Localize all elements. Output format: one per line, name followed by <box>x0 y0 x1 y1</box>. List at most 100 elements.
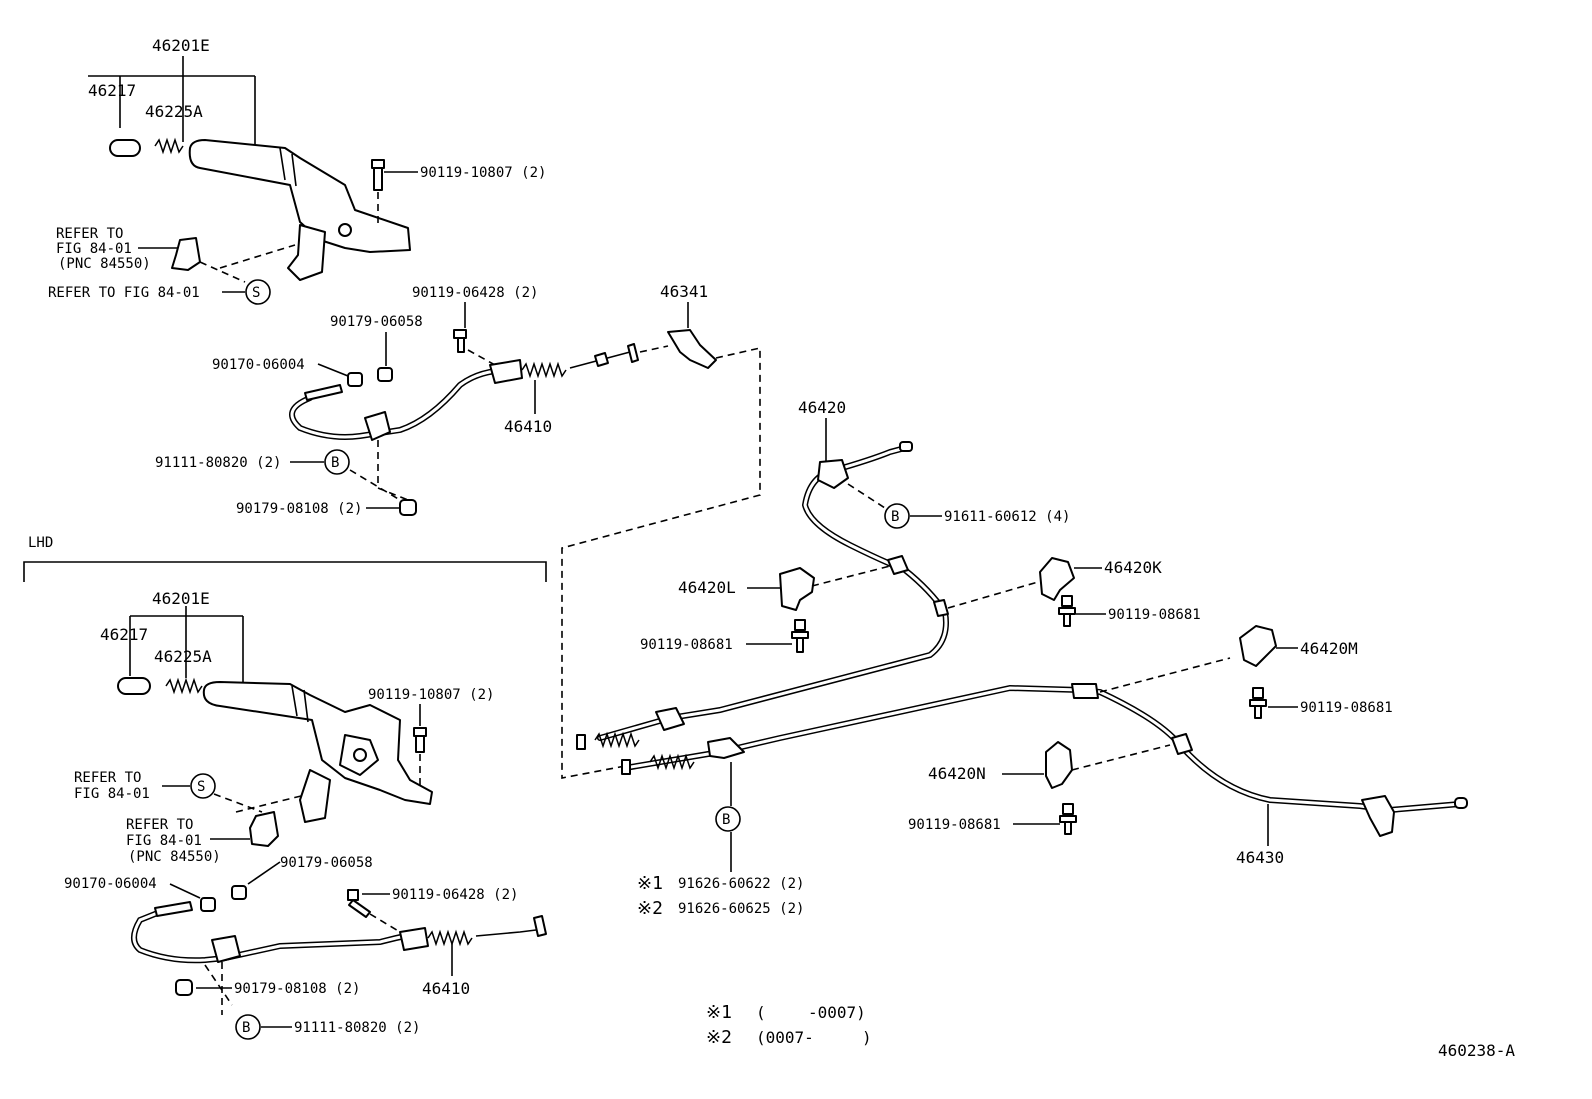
lhd-cable-end <box>154 901 193 917</box>
equalizer-label: 46341 <box>660 282 708 301</box>
lhd-nut-58-label: 90179-06058 <box>280 855 373 871</box>
lhd-nut-108-label: 90179-08108 (2) <box>234 981 360 997</box>
lhd-group: LHD 46201E 46217 46225A 90119-10807 (2) … <box>23 535 547 1040</box>
rhd-nut-58-part <box>377 367 393 382</box>
lhd-lever-callout <box>129 606 244 690</box>
bolt-m-label: 90119-08681 <box>1300 700 1393 716</box>
rear-b-circle <box>884 503 910 529</box>
rhd-cable-end <box>304 384 343 401</box>
rhd-cable-clip <box>594 352 609 367</box>
lhd-lever-grip-line <box>291 685 309 723</box>
clamp-l-dash <box>811 565 891 587</box>
lhd-s-circle-letter: S <box>197 779 205 795</box>
rear-cable-rh-bracket <box>817 459 849 489</box>
clamp-n-part <box>1045 741 1073 789</box>
rear-cable-lh-group: 46430 46420M 90119-08681 46420N 90119-08… <box>621 625 1468 919</box>
clamp-m-part <box>1239 625 1277 667</box>
lhd-nut-04-part <box>200 897 216 912</box>
rhd-cable-bolt-dash <box>467 349 496 366</box>
lhd-cable-rod <box>475 929 537 937</box>
lhd-cable-bolt-dash <box>369 913 401 933</box>
rhd-nut-108-label: 90179-08108 (2) <box>236 501 362 517</box>
lhd-refer-bracket-line3: (PNC 84550) <box>128 849 221 865</box>
equalizer-group: 46341 <box>561 282 761 779</box>
rear-cable-rh-spring <box>594 731 640 749</box>
rhd-b-circle <box>324 449 350 475</box>
rhd-bracket-dash <box>199 244 296 283</box>
rear-cable-lh-front-end <box>621 759 631 775</box>
equalizer-dash-box <box>561 345 761 779</box>
rear-cable-lh-bracket <box>1361 795 1395 837</box>
rear-cable-rh-end <box>899 441 913 452</box>
rhd-lever-bracket <box>287 224 326 281</box>
rear-cable-rh-front-end <box>576 734 586 750</box>
rhd-bolt-b-dash <box>349 440 409 501</box>
lhd-cable-bracket <box>211 935 241 963</box>
rhd-lever-callout <box>88 56 256 148</box>
rear-bolt-b-label: 91611-60612 (4) <box>944 509 1070 525</box>
bolt-l-part <box>791 619 809 653</box>
rear-mark-1: ※1 <box>637 873 663 894</box>
lhd-s-dash <box>213 793 306 813</box>
rhd-lever-assy-label: 46201E <box>152 36 210 55</box>
bolt-n-label: 90119-08681 <box>908 817 1001 833</box>
lhd-cable-spring <box>427 929 473 947</box>
rear-cable-rh-grommet-2 <box>933 599 949 617</box>
rhd-knob-part <box>109 139 141 157</box>
rear-cable-lh-spring <box>649 753 695 771</box>
lhd-knob-label: 46217 <box>100 625 148 644</box>
lhd-nut-58-leader <box>247 861 281 885</box>
lhd-lever-pivot <box>353 748 367 762</box>
lhd-nut-04-label: 90170-06004 <box>64 876 157 892</box>
rear-cable-lh-grommet-2 <box>1171 733 1193 755</box>
bolt-n-part <box>1059 803 1077 835</box>
clamp-l-part <box>779 567 815 611</box>
lhd-b-circle <box>235 1014 261 1040</box>
rhd-nut-58-label: 90179-06058 <box>330 314 423 330</box>
lhd-lever-bolt-label: 90119-10807 (2) <box>368 687 494 703</box>
lhd-lever-assy-label: 46201E <box>152 589 210 608</box>
rear-front-b-circle-letter: B <box>722 812 730 828</box>
lhd-bracket-part <box>249 811 279 847</box>
lhd-spring-label: 46225A <box>154 647 212 666</box>
rhd-cable-outer <box>289 367 513 440</box>
rear-cable-lh-grommet-1 <box>1071 683 1099 699</box>
bolt-l-label: 90119-08681 <box>640 637 733 653</box>
rhd-lever-bolt-label: 90119-10807 (2) <box>420 165 546 181</box>
lhd-refer-bracket-line1: REFER TO <box>126 817 193 833</box>
rear-mark-2: ※2 <box>637 898 663 919</box>
lhd-spring-part <box>165 677 203 695</box>
lhd-nut-58-part <box>231 885 247 900</box>
rear-cable-lh-front-bracket <box>707 737 745 759</box>
rhd-lever-group: 46201E 46217 46225A 90119-10807 (2) REFE… <box>48 36 546 305</box>
rear-front-b-circle <box>715 806 741 832</box>
lhd-b-circle-letter: B <box>242 1020 250 1036</box>
clamp-l-label: 46420L <box>678 578 736 597</box>
lhd-bolt-b-label: 91111-80820 (2) <box>294 1020 420 1036</box>
rear-cable-rh-group: 46420 B 91611-60612 (4) 46420L 90119-086… <box>576 398 1201 750</box>
lhd-section-label: LHD <box>28 535 53 551</box>
lhd-nut-108-part <box>175 979 193 996</box>
rhd-s-circle <box>245 279 271 305</box>
rhd-cable-bracket <box>364 411 391 441</box>
lhd-lever-bracket <box>299 769 331 823</box>
clamp-k-part <box>1039 557 1075 601</box>
rhd-b-circle-letter: B <box>331 455 339 471</box>
rhd-lever-pivot <box>338 223 352 237</box>
lhd-cable-bolt-part <box>347 889 371 918</box>
figure-id: 460238-A <box>1438 1041 1515 1060</box>
clamp-n-label: 46420N <box>928 764 986 783</box>
lhd-refer-s-line2: FIG 84-01 <box>74 786 150 802</box>
rear-cable-rh-front-bracket <box>655 707 685 731</box>
rhd-lever-part <box>188 139 411 253</box>
legend-mark-1: ※1 <box>706 1002 732 1023</box>
clamp-k-label: 46420K <box>1104 558 1162 577</box>
lhd-lever-part <box>202 681 433 805</box>
lhd-cable-bolt-label: 90119-06428 (2) <box>392 887 518 903</box>
legend-range-2-close: ) <box>862 1028 872 1047</box>
rhd-cable-inner <box>290 368 512 439</box>
rear-cable-rh-grommet-1 <box>887 555 909 575</box>
legend-range-1-open: ( <box>756 1003 766 1022</box>
rhd-s-circle-letter: S <box>252 285 260 301</box>
